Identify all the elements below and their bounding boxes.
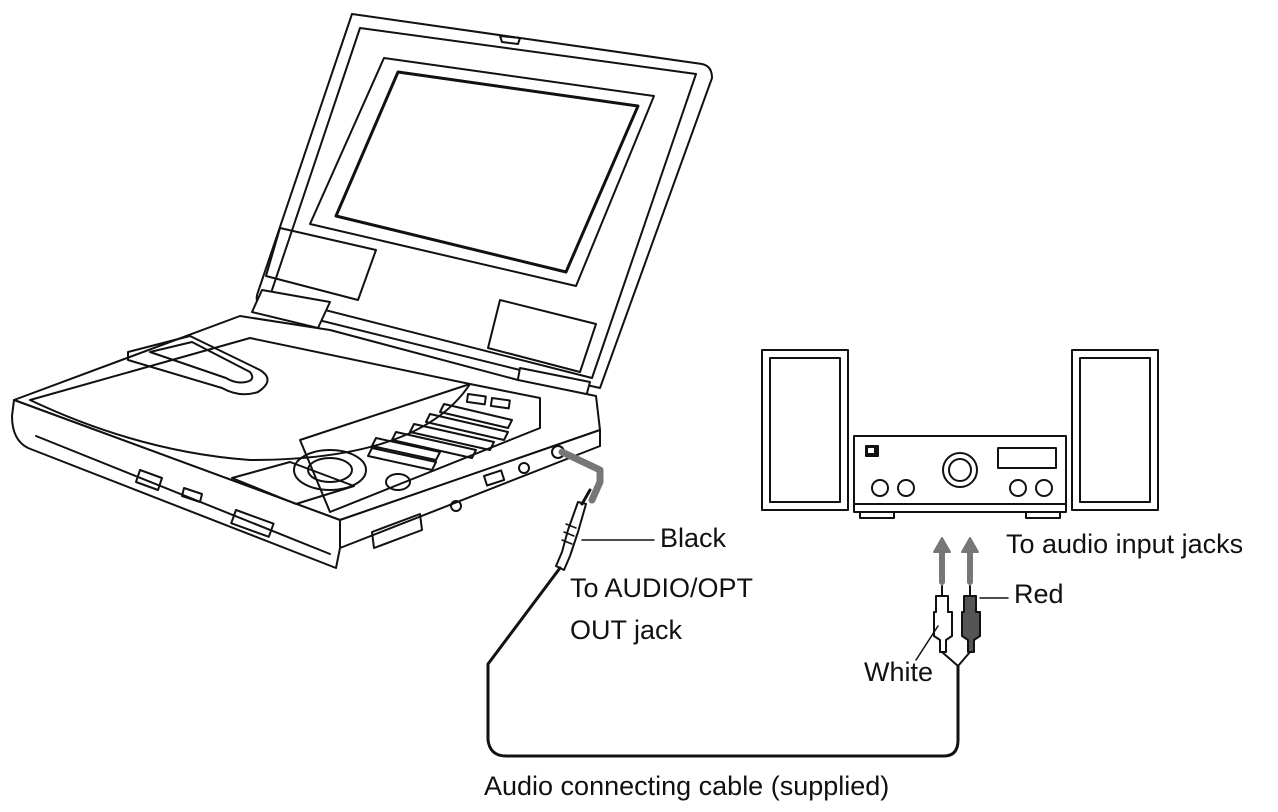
button-bar-3: [410, 424, 494, 450]
rca-plugs: [916, 538, 1008, 666]
amp-display: [998, 448, 1056, 468]
side-jack-2: [519, 463, 529, 473]
rca-plug-white: [934, 596, 952, 652]
mini-plug-cable: [488, 452, 958, 756]
jog-dial-inner: [308, 458, 352, 482]
side-connector: [372, 514, 422, 548]
button-bar-1: [440, 404, 512, 428]
rca-plug-red: [962, 596, 980, 652]
stereo-system: [762, 350, 1158, 518]
label-audio-input: To audio input jacks: [1006, 529, 1244, 559]
button-bar-2: [426, 414, 508, 440]
label-black: Black: [660, 523, 727, 553]
label-red: Red: [1014, 579, 1064, 609]
speaker-left: [762, 350, 848, 510]
button-bar-6: [368, 448, 436, 470]
button-small-2: [491, 398, 510, 408]
mini-plug: [556, 502, 586, 570]
leader-white: [916, 626, 938, 660]
audio-cable: [488, 568, 958, 756]
player-base-front: [12, 400, 600, 568]
player-screen: [336, 72, 638, 272]
side-switch: [484, 470, 504, 485]
front-switch: [231, 510, 273, 537]
amp-knob-1: [872, 480, 888, 496]
button-bar-5: [372, 438, 440, 460]
amp-knob-3: [1010, 480, 1026, 496]
label-cable: Audio connecting cable (supplied): [484, 771, 890, 801]
button-bar-4: [392, 432, 476, 458]
round-button: [386, 474, 410, 490]
lid-speaker-right: [488, 300, 596, 372]
portable-dvd-player: [12, 14, 712, 568]
label-audio-opt-line1: To AUDIO/OPT: [570, 573, 754, 603]
label-white: White: [864, 657, 934, 687]
volume-knob: [943, 453, 977, 487]
lid-speaker-left: [266, 228, 376, 300]
jog-dial-outer: [294, 450, 366, 490]
player-screen-frame: [310, 58, 654, 286]
control-panel: [300, 384, 540, 512]
button-small-1: [467, 394, 486, 404]
amp-knob-2: [898, 480, 914, 496]
side-jack-1: [451, 501, 461, 511]
label-audio-opt-line2: OUT jack: [570, 615, 683, 645]
speaker-right: [1072, 350, 1158, 510]
amp-knob-4: [1036, 480, 1052, 496]
front-display: [232, 462, 354, 504]
